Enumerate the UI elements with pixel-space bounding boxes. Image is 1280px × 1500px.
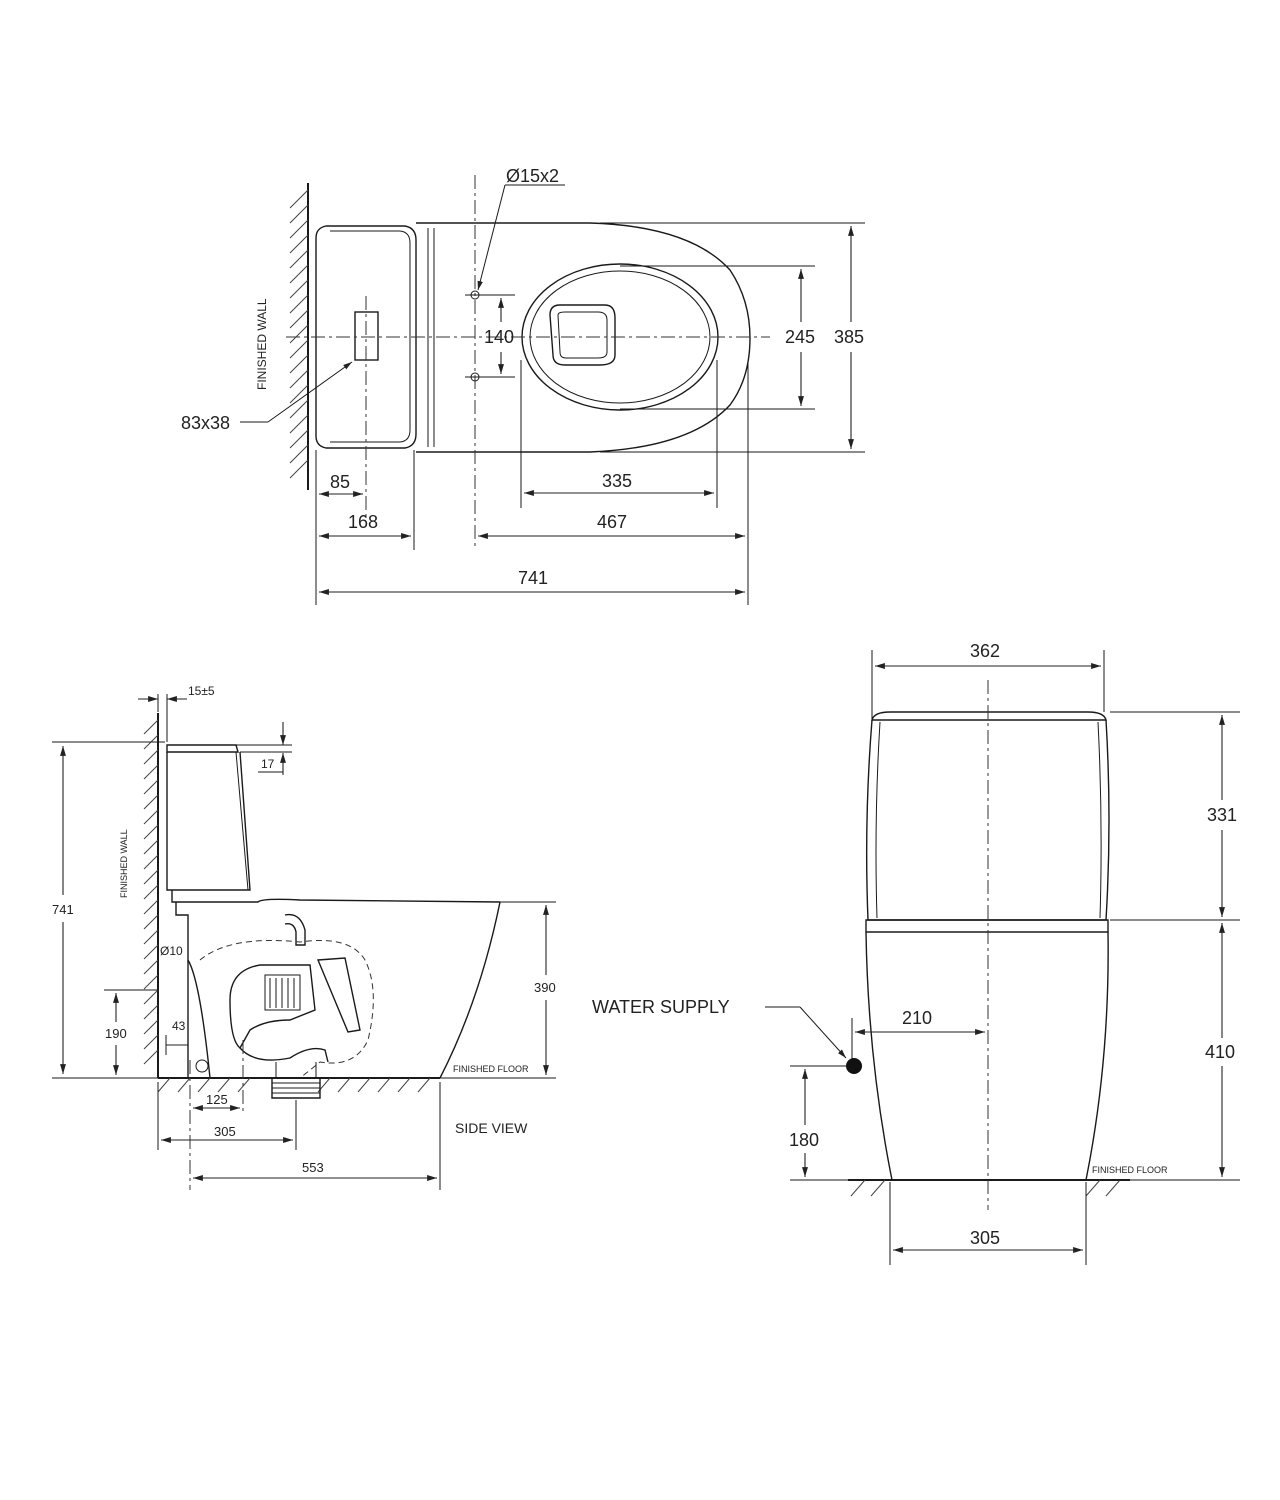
dim-331: 331 <box>1207 805 1237 825</box>
dim-168: 168 <box>348 512 378 532</box>
front-seat <box>865 919 1109 933</box>
dim-10: Ø10 <box>160 944 183 958</box>
dim-17: 17 <box>261 757 275 771</box>
front-view: 362 331 410 210 WATER SUPPLY 180 FINISHE… <box>592 641 1240 1265</box>
water-supply-inlet <box>846 1058 862 1074</box>
dim-410: 410 <box>1205 1042 1235 1062</box>
dim-190: 190 <box>105 1026 127 1041</box>
front-base <box>865 931 1109 1181</box>
water-supply-label: WATER SUPPLY <box>592 997 730 1017</box>
side-wall <box>143 713 159 1078</box>
dim-210: 210 <box>902 1008 932 1028</box>
outlet-size-label: 83x38 <box>181 413 230 433</box>
dim-180: 180 <box>789 1130 819 1150</box>
front-floor <box>848 1179 1130 1197</box>
dim-125: 125 <box>206 1092 228 1107</box>
side-finished-floor-label: FINISHED FLOOR <box>453 1064 529 1074</box>
side-bowl <box>171 890 501 1099</box>
side-finished-wall-label: FINISHED WALL <box>119 829 129 898</box>
dim-741-side: 741 <box>52 902 74 917</box>
dim-335: 335 <box>602 471 632 491</box>
front-tank-lid <box>871 711 1107 721</box>
dim-15: 15±5 <box>188 684 215 698</box>
side-view: 15±5 17 741 FINISHED WALL Ø10 390 190 43 <box>52 684 556 1190</box>
dim-362: 362 <box>970 641 1000 661</box>
dim-43: 43 <box>172 1019 186 1033</box>
top-tank <box>315 225 417 449</box>
pipe-diameter-label: Ø15x2 <box>506 166 559 186</box>
side-tank <box>166 744 251 891</box>
dim-390: 390 <box>534 980 556 995</box>
top-view: Ø15x2 FINISHED WALL 83x38 140 245 385 <box>181 166 865 605</box>
dim-85: 85 <box>330 472 350 492</box>
dim-245: 245 <box>785 327 815 347</box>
dim-385: 385 <box>834 327 864 347</box>
top-bowl <box>416 222 751 453</box>
top-finished-wall-label: FINISHED WALL <box>255 298 269 390</box>
side-floor <box>157 1077 440 1093</box>
dim-305-front: 305 <box>970 1228 1000 1248</box>
dim-467: 467 <box>597 512 627 532</box>
top-wall <box>289 183 309 490</box>
dim-553: 553 <box>302 1160 324 1175</box>
dim-305-side: 305 <box>214 1124 236 1139</box>
side-view-title: SIDE VIEW <box>455 1120 528 1136</box>
dim-140: 140 <box>484 327 514 347</box>
front-finished-floor-label: FINISHED FLOOR <box>1092 1165 1168 1175</box>
dim-741-top: 741 <box>518 568 548 588</box>
